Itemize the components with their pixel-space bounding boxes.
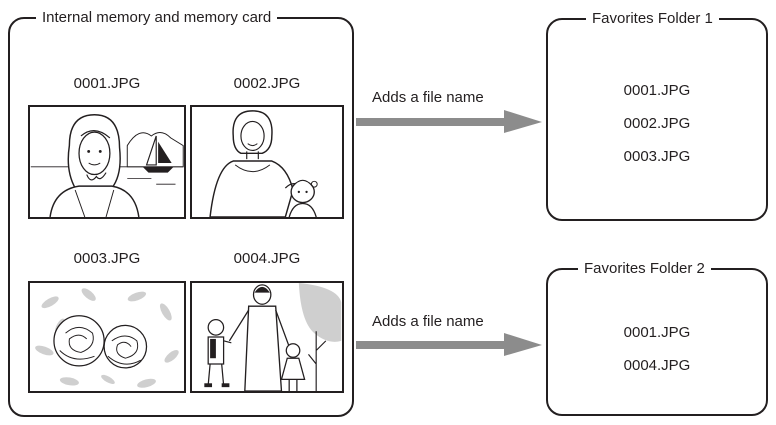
flowers-illustration (35, 288, 179, 388)
photo-woman-portrait (28, 105, 186, 219)
folder-1-title: Favorites Folder 1 (586, 9, 719, 29)
folder-2-file: 0001.JPG (623, 324, 691, 341)
image-filename-4: 0004.JPG (233, 250, 301, 267)
folder-2-title: Favorites Folder 2 (578, 259, 711, 279)
source-storage-box: Internal memory and memory card 0001.JPG… (8, 8, 354, 417)
folder-1-file: 0002.JPG (623, 115, 691, 132)
folder-2-file: 0004.JPG (623, 357, 691, 374)
photo-woman-with-child (190, 105, 344, 219)
favorites-folder-1: Favorites Folder 1 0001.JPG 0002.JPG 000… (546, 9, 768, 221)
folder-1-file: 0001.JPG (623, 82, 691, 99)
image-filename-2: 0002.JPG (233, 75, 301, 92)
photo-flowers (28, 281, 186, 393)
folder-1-file: 0003.JPG (623, 148, 691, 165)
woman-portrait-illustration (30, 113, 184, 217)
arrow-label-1: Adds a file name (372, 89, 484, 106)
source-box-title: Internal memory and memory card (36, 8, 278, 28)
favorites-folder-2: Favorites Folder 2 0001.JPG 0004.JPG (546, 259, 768, 416)
photo-woman-with-children (190, 281, 344, 393)
image-filename-3: 0003.JPG (73, 250, 141, 267)
woman-with-child-illustration (209, 110, 318, 217)
image-filename-1: 0001.JPG (73, 75, 141, 92)
folder-1-file-list: 0001.JPG 0002.JPG 0003.JPG (548, 74, 766, 173)
arrow-label-2: Adds a file name (372, 313, 484, 330)
arrow-right-2 (356, 333, 542, 356)
folder-2-file-list: 0001.JPG 0004.JPG (548, 316, 766, 382)
woman-with-children-illustration (204, 283, 342, 391)
arrow-right-1 (356, 110, 542, 133)
